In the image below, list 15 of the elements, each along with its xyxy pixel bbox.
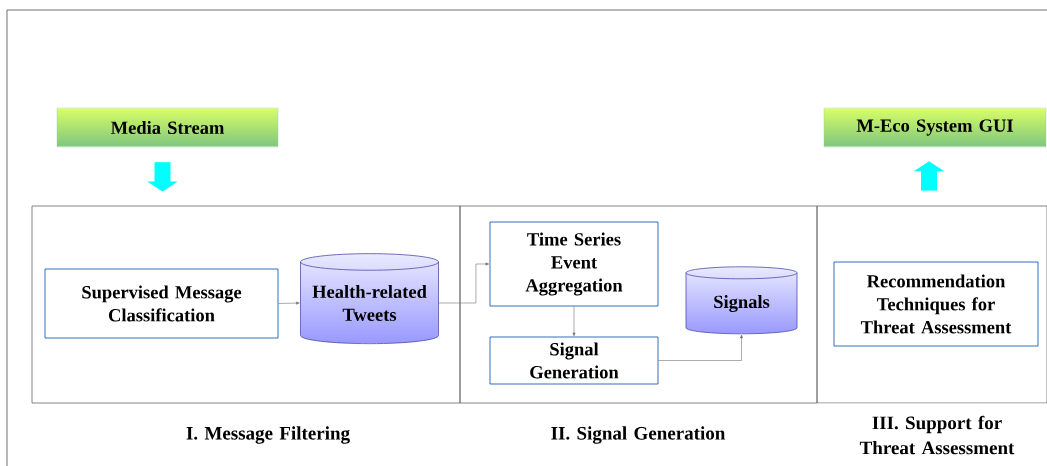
source-box: M-Eco System GUI (823, 107, 1047, 148)
node-label: III. Support for Threat Assessment (859, 415, 1015, 455)
node-label: I. Message Filtering (186, 426, 350, 444)
source-box: Media Stream (56, 107, 279, 148)
arrow (438, 262, 490, 304)
process-box: Signal Generation (489, 336, 659, 385)
arrow (572, 306, 576, 337)
arrow (658, 334, 743, 361)
database-cylinder: Signals (685, 266, 798, 335)
process-box: Time Series Event Aggregation (489, 221, 659, 307)
node-label: II. Signal Generation (551, 426, 726, 444)
arrow (278, 301, 300, 305)
process-box: Supervised Message Classification (44, 268, 279, 339)
database-cylinder: Health-related Tweets (300, 253, 439, 345)
process-box: Recommendation Techniques for Threat Assessment (833, 261, 1039, 347)
